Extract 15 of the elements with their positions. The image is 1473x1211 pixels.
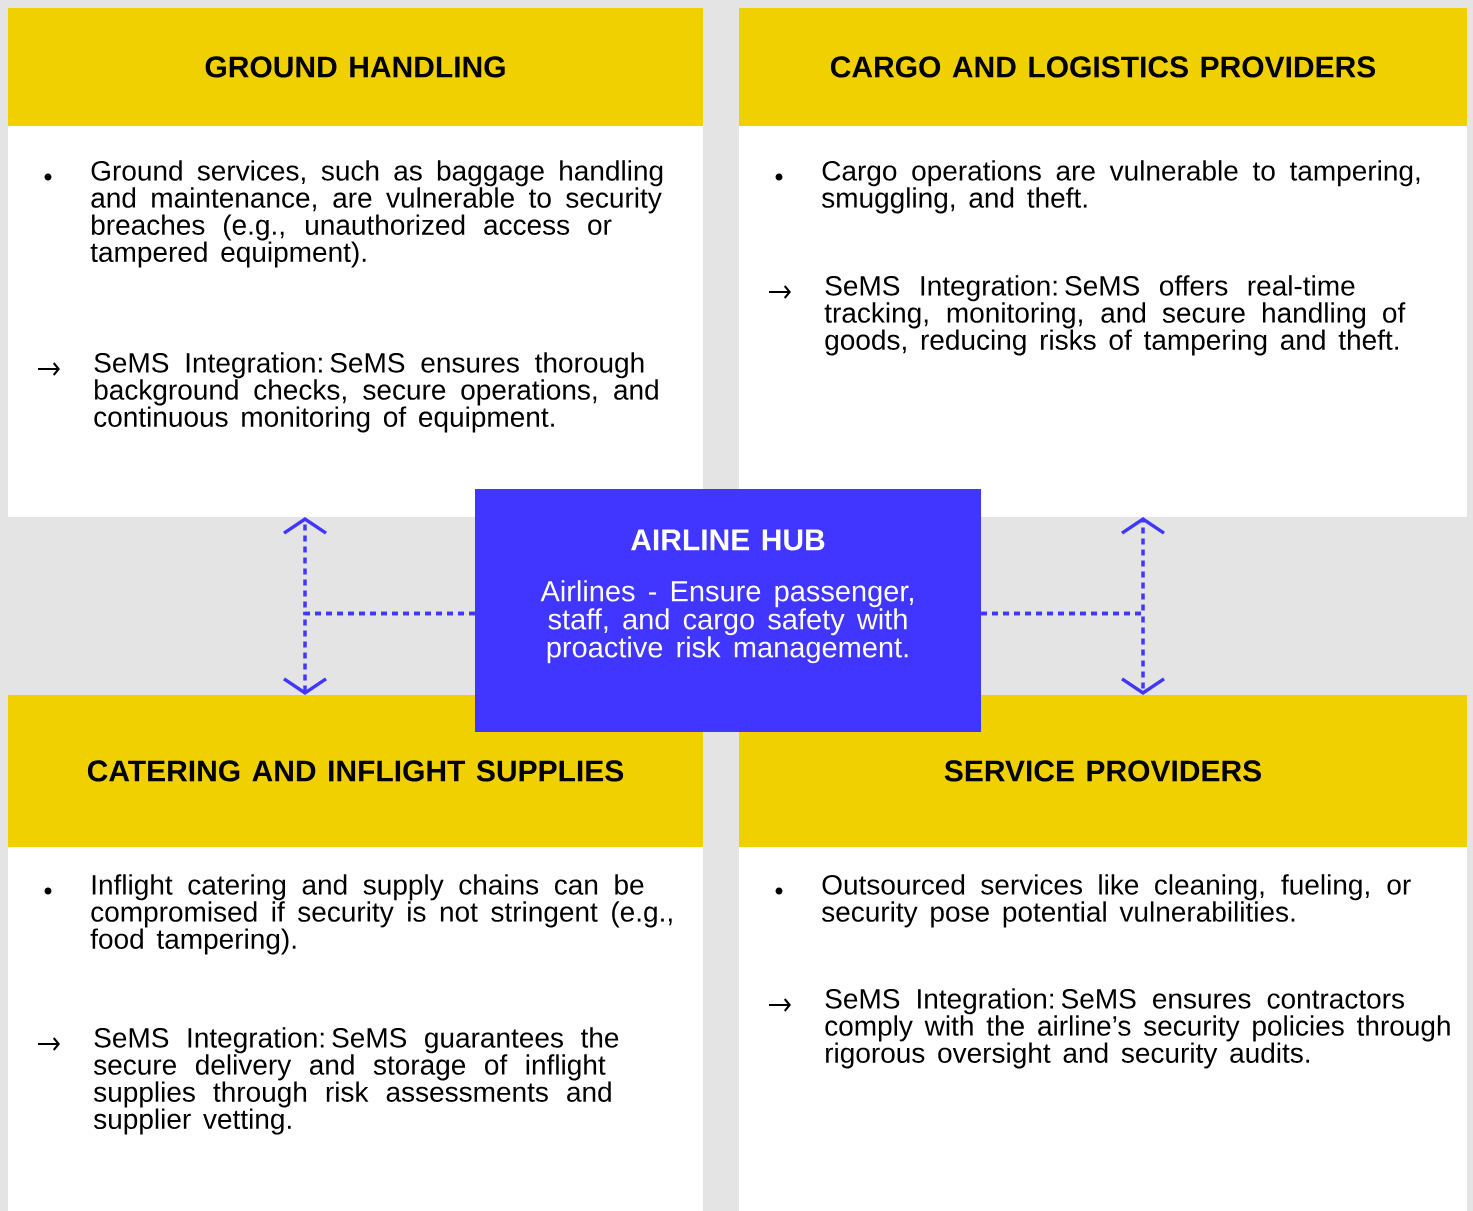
bullet-text: Ground services, such as baggage handling and maintenance, are vulnerable to security breaches (e.g., unauthorized access or tampered equipment). xyxy=(90,160,663,268)
bullet-text: Cargo operations are vulnerable to tampering, smuggling, and theft. xyxy=(822,160,1420,214)
hub-box: AIRLINE HUB Airlines - Ensure passenger, staff, and cargo safety with proactive risk management. xyxy=(475,489,981,732)
integration-text: SeMS Integration: SeMS ensures thorough background checks, secure operations, and continuous monitoring of equipment. xyxy=(94,352,658,433)
header-band: GROUND HANDLING xyxy=(8,8,703,126)
arrow xyxy=(981,611,1165,695)
integration-text: SeMS Integration: SeMS ensures contractors comply with the airline’s security policies through rigorous oversight and security audits. xyxy=(825,988,1450,1069)
integration-text: SeMS Integration: SeMS guarantees the secure delivery and storage of inflight supplies through risk assessments and supplier vetting. xyxy=(94,1027,619,1135)
header-band: CATERING AND INFLIGHT SUPPLIES xyxy=(8,695,703,847)
arrow xyxy=(283,611,475,695)
bullet-text: Inflight catering and supply chains can be compromised if security is not stringent (e.g., food tampering). xyxy=(90,874,672,955)
header-band: SERVICE PROVIDERS xyxy=(739,695,1467,847)
header-band: CARGO AND LOGISTICS PROVIDERS xyxy=(739,8,1467,126)
integration-text: SeMS Integration: SeMS offers real-time tracking, monitoring, and secure handling of goods, reducing risks of tampering and theft. xyxy=(824,275,1406,356)
bullet-text: Outsourced services like cleaning, fueling, or security pose potential vulnerabilities. xyxy=(822,874,1411,928)
